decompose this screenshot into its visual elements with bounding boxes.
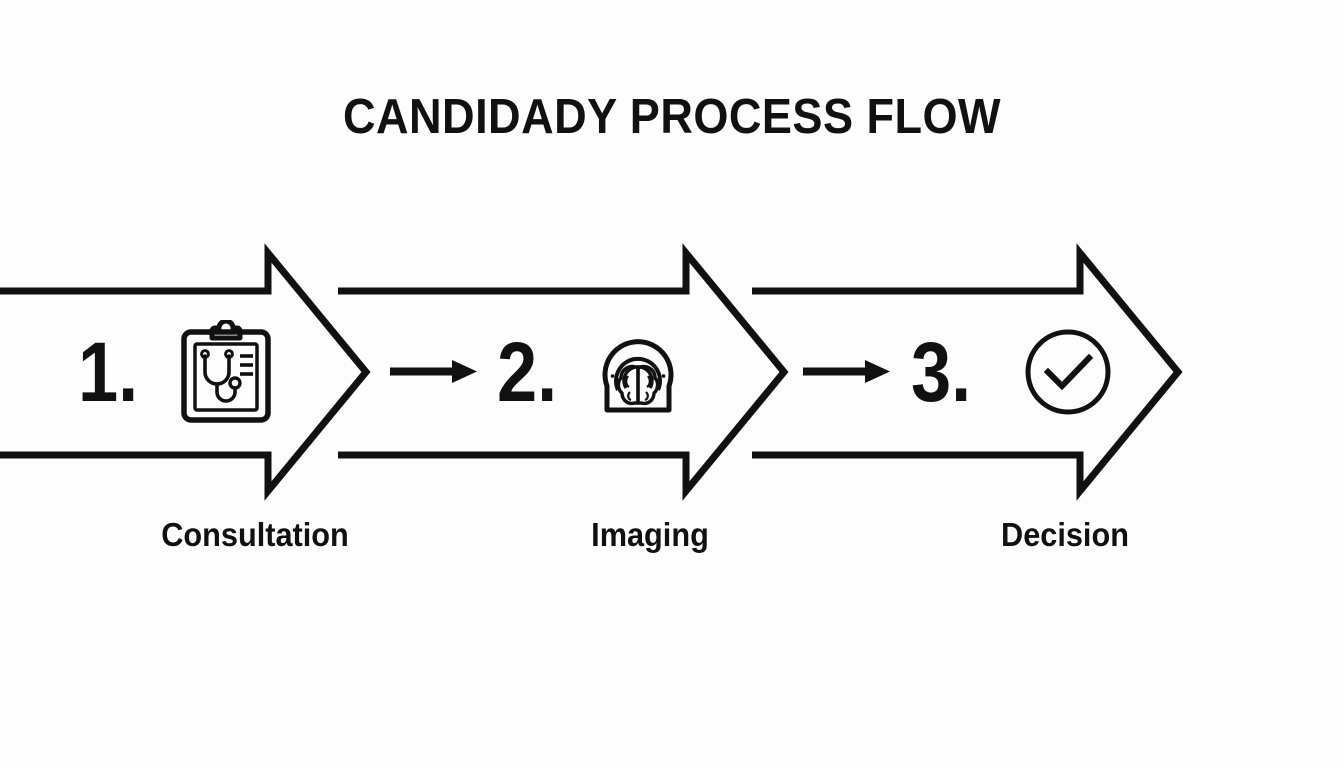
mri-outer-shell [602, 339, 674, 413]
check-mark [1043, 353, 1094, 391]
mri-inner-bore [614, 356, 662, 391]
brain-gyrus-left-1 [625, 375, 630, 388]
step-caption-consultation: Consultation [161, 516, 349, 553]
brain-gyrus-left-2 [627, 391, 632, 402]
check-circle-ring [1025, 329, 1111, 415]
connector-arrow-1-head [452, 360, 477, 383]
step-number-1: 1. [78, 325, 139, 419]
step-arrow-3[interactable] [752, 243, 1183, 501]
mri-brain-scan-icon [590, 314, 686, 418]
step-arrow-2-outline [338, 243, 789, 501]
step-arrow-3-outline [752, 243, 1183, 501]
clipboard-body [181, 329, 271, 423]
clipboard-stethoscope-icon [178, 318, 274, 424]
step-arrow-1-outline [0, 243, 371, 501]
stethoscope-chestpiece [228, 376, 242, 390]
brain-gyrus-right-2 [644, 391, 649, 402]
stethoscope-earpiece-right [224, 349, 234, 359]
step-number-2: 2. [497, 325, 558, 419]
step-arrow-2[interactable] [338, 243, 789, 501]
brain-left-lobe [616, 364, 640, 406]
connector-arrow-1 [390, 360, 477, 383]
page-title: CANDIDADY PROCESS FLOW [343, 90, 1001, 144]
connector-arrow-2-head [865, 360, 890, 383]
clipboard-clip [209, 318, 243, 341]
stethoscope-earpiece-left [200, 349, 210, 359]
step-arrow-1[interactable] [0, 243, 371, 501]
clipboard-page [193, 342, 259, 412]
check-circle-icon [1020, 324, 1116, 420]
check-circle-icon-svg [1025, 329, 1111, 415]
mri-indicator-right [661, 374, 666, 378]
connector-arrow-2 [803, 360, 890, 383]
stethoscope-cord [215, 382, 237, 403]
mri-indicator-left [610, 374, 615, 378]
brain-gyrus-right-1 [646, 375, 651, 388]
clipboard-stethoscope-icon-svg [181, 318, 271, 423]
stethoscope-tube [203, 354, 231, 386]
step-number-3: 3. [911, 325, 972, 419]
brain-right-lobe [636, 364, 660, 406]
step-caption-imaging: Imaging [591, 516, 709, 553]
step-caption-decision: Decision [1001, 516, 1129, 553]
mri-brain-scan-icon-svg [602, 339, 674, 413]
